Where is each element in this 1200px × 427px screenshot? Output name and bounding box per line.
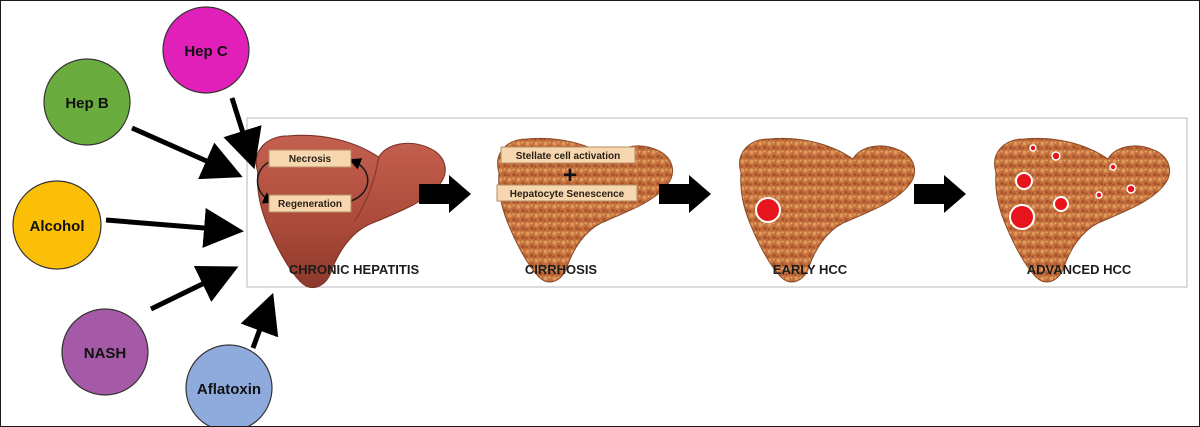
risk-factor-hep-c: Hep C [163,7,249,93]
tumor-nodule [1110,164,1116,170]
tumor-nodule [1010,205,1034,229]
hep-b-label: Hep B [65,95,109,112]
arrow-nash [151,273,225,309]
arrow-hep-b [132,128,229,171]
tumor-nodule [1096,192,1102,198]
stage-label-advanced-hcc: ADVANCED HCC [1027,262,1132,277]
tumor-nodule [1016,173,1032,189]
hep-c-label: Hep C [184,43,228,60]
alcohol-label: Alcohol [30,218,85,235]
nash-label: NASH [84,345,127,362]
stage-label-early-hcc: EARLY HCC [773,262,848,277]
tumor-nodule [1054,197,1068,211]
arrow-alcohol [106,220,229,230]
stage-label-chronic-hepatitis: CHRONIC HEPATITIS [289,262,420,277]
risk-factor-nash: NASH [62,309,148,395]
risk-factor-alcohol: Alcohol [13,181,101,269]
tumor-nodule [1052,152,1060,160]
tumor-nodule [1127,185,1135,193]
arrow-aflatoxin [253,307,268,348]
necrosis-label: Necrosis [289,154,332,165]
stage-label-cirrhosis: CIRRHOSIS [525,262,598,277]
risk-factor-hep-b: Hep B [44,59,130,145]
risk-factor-arrows [106,98,268,348]
tumor-nodule [1030,145,1036,151]
risk-factor-aflatoxin: Aflatoxin [186,345,272,426]
aflatoxin-label: Aflatoxin [197,381,261,398]
regeneration-label: Regeneration [278,199,342,210]
senescence-label: Hepatocyte Senescence [510,189,625,200]
stellate-activation-label: Stellate cell activation [516,151,621,162]
tumor-nodule [756,198,780,222]
